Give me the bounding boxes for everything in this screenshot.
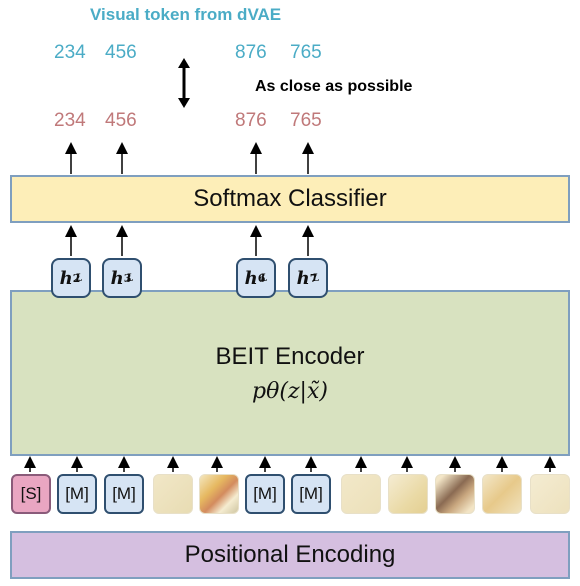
image-patch <box>341 474 381 514</box>
softmax-classifier: Softmax Classifier <box>10 175 570 223</box>
mask-token-input: [M] <box>245 474 285 514</box>
target-token: 456 <box>105 42 137 63</box>
mask-token-input: [M] <box>57 474 97 514</box>
positional-label: Positional Encoding <box>184 541 396 568</box>
predicted-token: 765 <box>290 110 322 131</box>
mask-token-input: [M] <box>291 474 331 514</box>
predicted-token: 876 <box>235 110 267 131</box>
image-patch <box>530 474 570 514</box>
image-patch <box>435 474 475 514</box>
input-arrows <box>24 456 556 472</box>
softmax-label: Softmax Classifier <box>193 185 387 212</box>
header-title: Visual token from dVAE <box>90 5 282 24</box>
encoder-formula: pθ(z|x̃) <box>252 378 328 404</box>
positional-encoding: Positional Encoding <box>10 531 570 579</box>
compare-label: As close as possible <box>255 78 413 95</box>
target-token: 876 <box>235 42 267 63</box>
predicted-token: 456 <box>105 110 137 131</box>
predicted-token: 234 <box>54 110 86 131</box>
target-token: 765 <box>290 42 322 63</box>
beit-encoder: BEIT Encoder pθ(z|x̃) <box>10 290 570 456</box>
target-token: 234 <box>54 42 86 63</box>
special-token-input: [S] <box>11 474 51 514</box>
image-patch <box>388 474 428 514</box>
compare-double-arrow <box>178 58 190 108</box>
encoder-title: BEIT Encoder <box>215 342 365 370</box>
image-patch <box>199 474 239 514</box>
image-patch <box>482 474 522 514</box>
image-patch <box>153 474 193 514</box>
mask-token-input: [M] <box>104 474 144 514</box>
